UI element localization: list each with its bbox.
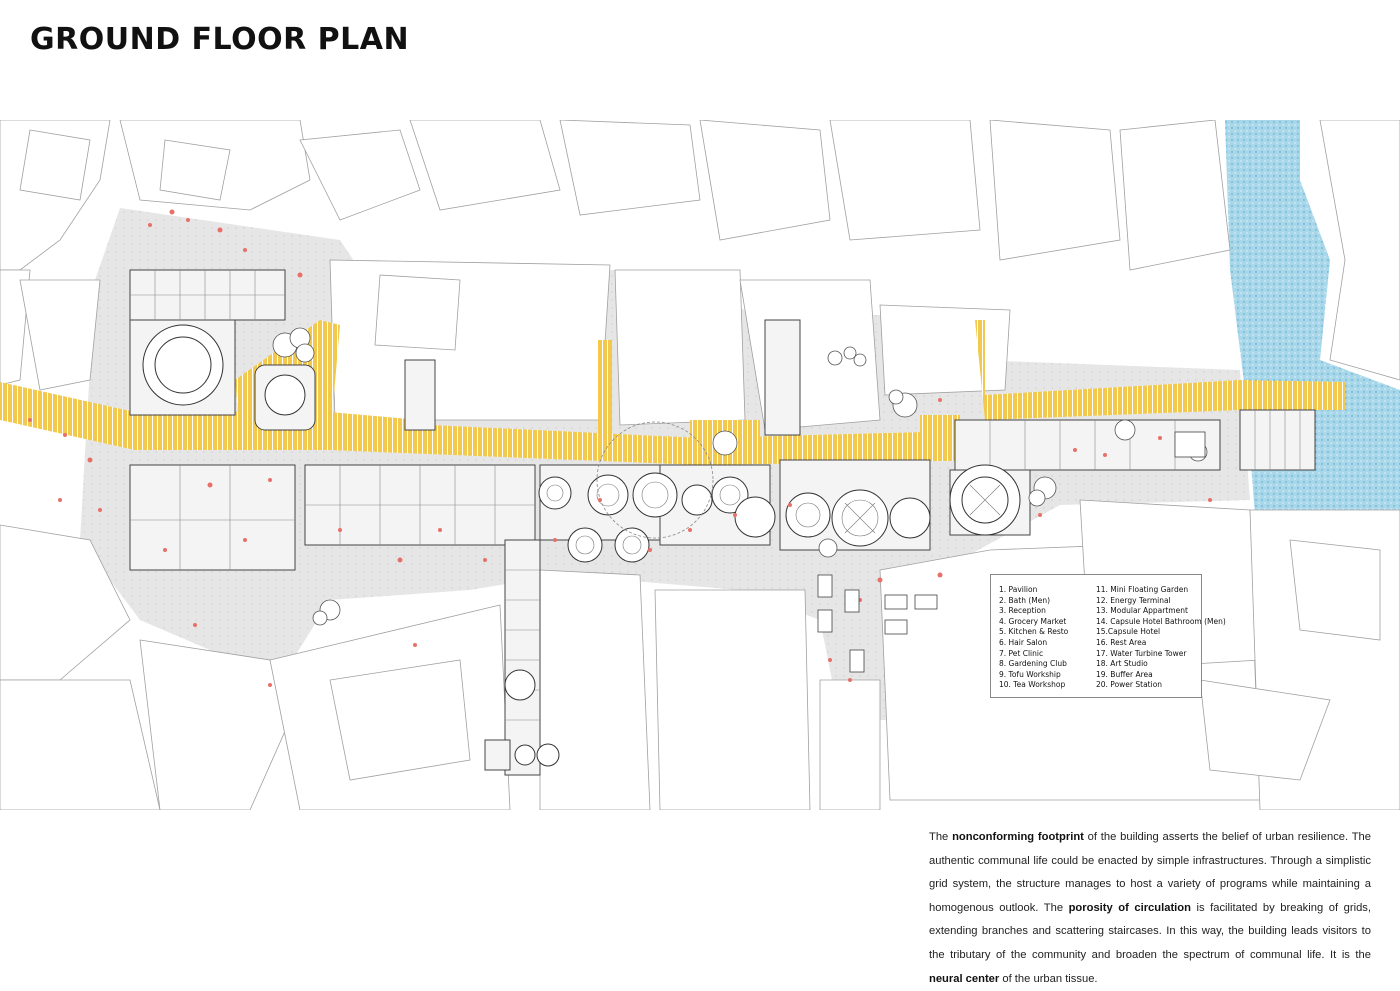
legend-item: 2. Bath (Men) bbox=[999, 595, 1051, 605]
legend-item: 15.Capsule Hotel bbox=[1096, 627, 1161, 637]
description-text: The bbox=[929, 831, 953, 843]
description-text: of the building asserts the belief of ur… bbox=[929, 831, 1371, 914]
legend-item: 3. Reception bbox=[999, 606, 1046, 616]
legend-item: 20. Power Station bbox=[1096, 680, 1163, 690]
legend-item: 10. Tea Workshop bbox=[999, 680, 1066, 690]
legend-item: 16. Rest Area bbox=[1096, 637, 1147, 647]
pod-details bbox=[546, 481, 1001, 555]
legend-item: 5. Kitchen & Resto bbox=[999, 627, 1069, 637]
description-emphasis: porosity of circulation bbox=[1068, 901, 1191, 914]
program-legend: 1. Pavilion 2. Bath (Men) 3. Reception 4… bbox=[990, 574, 1226, 698]
legend-item: 17. Water Turbine Tower bbox=[1096, 648, 1187, 658]
legend-item: 12. Energy Terminal bbox=[1096, 595, 1171, 605]
legend-item: 14. Capsule Hotel Bathroom (Men) bbox=[1096, 616, 1226, 626]
module-grid-lines bbox=[130, 270, 1301, 721]
sweep-outlines bbox=[596, 421, 714, 539]
description-emphasis: nonconforming footprint bbox=[952, 831, 1084, 843]
legend-item: 4. Grocery Market bbox=[999, 616, 1067, 626]
legend-item: 9. Tofu Workship bbox=[999, 669, 1061, 679]
description-emphasis: neural center bbox=[929, 972, 1000, 985]
legend-item: 7. Pet Clinic bbox=[999, 648, 1044, 658]
legend-item: 13. Modular Appartment bbox=[1096, 606, 1188, 616]
outdoor-tables bbox=[817, 431, 1206, 673]
ground-floor-plan-drawing bbox=[0, 120, 1400, 810]
legend-item: 11. Mini Floating Garden bbox=[1096, 585, 1189, 594]
legend-item: 8. Gardening Club bbox=[999, 659, 1067, 669]
legend-item: 1. Pavilion bbox=[999, 585, 1038, 594]
people-figures bbox=[28, 209, 1212, 687]
legend-column-left: 1. Pavilion 2. Bath (Men) 3. Reception 4… bbox=[999, 585, 1068, 691]
page-title: GROUND FLOOR PLAN bbox=[30, 22, 410, 57]
legend-column-right: 11. Mini Floating Garden 12. Energy Term… bbox=[1096, 585, 1226, 691]
description-text: of the urban tissue. bbox=[999, 972, 1098, 985]
legend-item: 6. Hair Salon bbox=[999, 637, 1048, 647]
legend-item: 18. Art Studio bbox=[1096, 659, 1148, 669]
project-description: The nonconforming footprint of the build… bbox=[929, 826, 1371, 991]
legend-item: 19. Buffer Area bbox=[1096, 669, 1153, 679]
description-text: is facilitated by breaking of grids, ext… bbox=[929, 901, 1371, 961]
